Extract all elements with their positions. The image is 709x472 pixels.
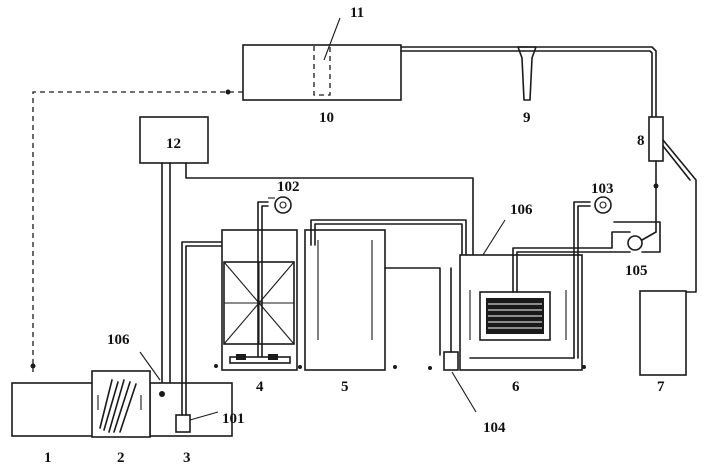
diffuser — [236, 354, 246, 360]
controller-12 — [139, 116, 209, 164]
pump-105 — [627, 235, 643, 251]
label-102: 102 — [277, 179, 300, 195]
funnel-11 — [313, 46, 331, 96]
screen-bar — [108, 379, 125, 433]
label-106-right: 106 — [510, 202, 533, 218]
label-2: 2 — [117, 450, 125, 466]
pipe-8-to-7 — [662, 139, 697, 293]
pipe-101-up-2 — [185, 245, 223, 416]
screen-bar — [103, 381, 119, 431]
label-4: 4 — [256, 379, 264, 395]
valve-point — [30, 363, 36, 369]
valve-point — [428, 366, 432, 370]
label-6: 6 — [512, 379, 520, 395]
valve-point — [225, 89, 231, 95]
label-103: 103 — [591, 181, 614, 197]
blower-102 — [274, 196, 292, 214]
membrane-fibers — [486, 298, 544, 334]
flowmeter-8 — [648, 116, 664, 162]
pipe-5-to-6 — [310, 219, 467, 267]
leader-104 — [451, 371, 477, 413]
filter-9 — [517, 46, 537, 101]
air-line-102b — [261, 205, 269, 357]
tank-7 — [639, 290, 687, 376]
label-1: 1 — [44, 450, 52, 466]
blower-102-hub — [279, 201, 287, 209]
tank-5 — [304, 229, 386, 371]
loop-105 — [613, 221, 661, 253]
screen-bar — [119, 383, 137, 433]
blower-103-hub — [599, 201, 607, 209]
pipe-5-to-6b — [314, 223, 463, 267]
aerator-4 — [229, 356, 291, 364]
pipe-101-up — [181, 241, 223, 416]
pump-101 — [175, 414, 191, 433]
label-7: 7 — [657, 379, 665, 395]
pipe-top — [400, 46, 657, 119]
pipe-8-branch — [662, 145, 691, 181]
leader-101 — [189, 411, 219, 421]
label-11: 11 — [350, 5, 364, 21]
permeate-pipe-b — [516, 251, 631, 293]
label-10: 10 — [319, 110, 334, 126]
valve-point — [214, 364, 218, 368]
label-101: 101 — [222, 411, 245, 427]
air-line-103 — [573, 201, 591, 359]
label-104: 104 — [483, 420, 506, 436]
diffuser — [268, 354, 278, 360]
air-line-102 — [257, 201, 269, 357]
label-105: 105 — [625, 263, 648, 279]
leader-11 — [323, 17, 341, 61]
valve-point — [582, 365, 586, 369]
pump-105-out — [641, 231, 657, 241]
sensor-106-left — [159, 391, 165, 397]
screen-bar — [113, 381, 131, 433]
valve-point — [298, 365, 302, 369]
label-3: 3 — [183, 450, 191, 466]
permeate-pipe — [512, 231, 631, 293]
signal-line-12-to-106 — [185, 162, 474, 267]
label-12: 12 — [166, 136, 181, 152]
valve-point — [653, 183, 659, 189]
label-106-left: 106 — [107, 332, 130, 348]
label-5: 5 — [341, 379, 349, 395]
tank-10 — [242, 44, 402, 101]
pipe-5-overflow — [384, 267, 441, 356]
label-8: 8 — [637, 133, 645, 149]
pipe-top-inner — [400, 50, 653, 119]
pump-104 — [443, 351, 459, 371]
blower-103 — [594, 196, 612, 214]
label-9: 9 — [523, 110, 531, 126]
leader-106-left — [139, 351, 161, 381]
return-line-dashed — [32, 91, 243, 372]
valve-point — [393, 365, 397, 369]
screen-bar — [99, 379, 113, 429]
screen-chamber-2 — [91, 370, 151, 438]
air-line-103b — [577, 205, 591, 359]
